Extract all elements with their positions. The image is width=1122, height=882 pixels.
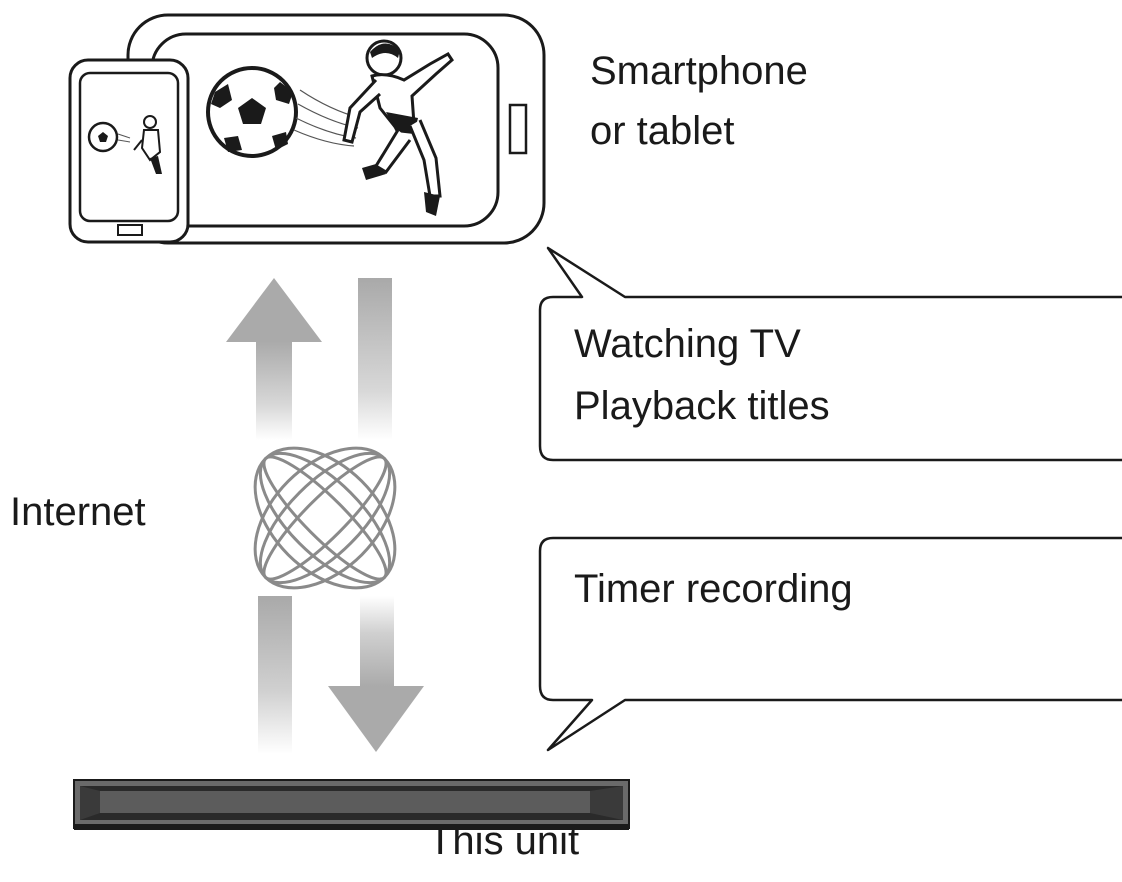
bubble-bottom-line1: Timer recording <box>574 567 853 611</box>
bubble-top-line2: Playback titles <box>574 384 830 428</box>
download-arrow-bottom <box>328 596 424 752</box>
soccer-player-icon <box>206 39 454 216</box>
tablet-icon <box>126 13 546 245</box>
unit-label: This unit <box>428 819 580 863</box>
internet-label: Internet <box>10 490 146 534</box>
speech-bubble-bottom <box>538 536 1122 752</box>
bubble-top-line1: Watching TV <box>574 322 801 366</box>
smartphone-icon <box>68 58 190 244</box>
internet-globe-icon <box>253 446 397 590</box>
recorder-unit-icon <box>73 779 630 830</box>
device-label-line1: Smartphone <box>590 49 808 93</box>
device-label-line2: or tablet <box>590 109 735 153</box>
speech-bubble-top <box>538 246 1122 462</box>
upload-arrow-bottom <box>258 596 292 754</box>
upload-arrow-top <box>226 278 322 440</box>
download-arrow-top <box>358 278 392 440</box>
